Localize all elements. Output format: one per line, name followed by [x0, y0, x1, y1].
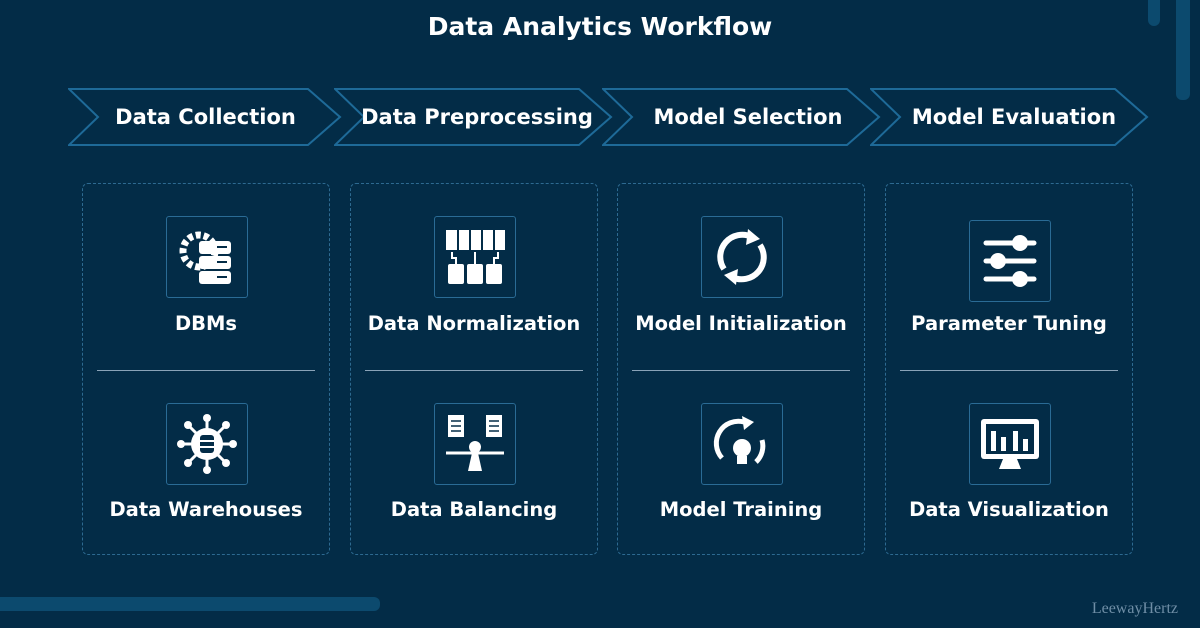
decorative-bar: [1148, 0, 1160, 26]
divider: [365, 370, 583, 371]
data-balancing-icon: [434, 403, 516, 485]
decorative-bar: [1176, 0, 1190, 100]
item-label: Data Balancing: [390, 498, 558, 521]
monitor-chart-icon: [969, 403, 1051, 485]
stage-chevron-model-selection: Model Selection: [602, 88, 882, 146]
divider: [97, 370, 315, 371]
stage-label: Data Preprocessing: [361, 105, 593, 129]
stage-box-model-evaluation: Parameter Tuning Data Visualization: [885, 183, 1133, 555]
database-gear-icon: [166, 216, 248, 298]
item-label: Data Visualization: [909, 498, 1109, 521]
item-label: Model Training: [659, 498, 823, 521]
stage-label: Model Evaluation: [911, 105, 1117, 129]
stage-box-data-collection: DBMs Data Warehouses: [82, 183, 330, 555]
stage-chevron-model-evaluation: Model Evaluation: [870, 88, 1150, 146]
lightbulb-cycle-icon: [701, 403, 783, 485]
stage-chevron-data-preprocessing: Data Preprocessing: [334, 88, 614, 146]
sliders-icon: [969, 220, 1051, 302]
data-warehouse-network-icon: [166, 403, 248, 485]
divider: [900, 370, 1118, 371]
page-title: Data Analytics Workflow: [427, 12, 773, 41]
item-label: Data Warehouses: [109, 498, 303, 521]
brand-logo: LeewayHertz: [1091, 600, 1178, 617]
item-label: DBMs: [174, 312, 238, 335]
divider: [632, 370, 850, 371]
stage-label: Data Collection: [115, 105, 296, 129]
stage-label: Model Selection: [653, 105, 843, 129]
item-label: Data Normalization: [367, 312, 581, 335]
stage-box-data-preprocessing: Data Normalization Data Balancing: [350, 183, 598, 555]
refresh-cycle-icon: [701, 216, 783, 298]
decorative-bar: [0, 597, 380, 611]
stage-box-model-selection: Model Initialization Model Training: [617, 183, 865, 555]
item-label: Parameter Tuning: [911, 312, 1107, 335]
stage-chevron-data-collection: Data Collection: [68, 88, 343, 146]
item-label: Model Initialization: [635, 312, 847, 335]
data-normalization-icon: [434, 216, 516, 298]
